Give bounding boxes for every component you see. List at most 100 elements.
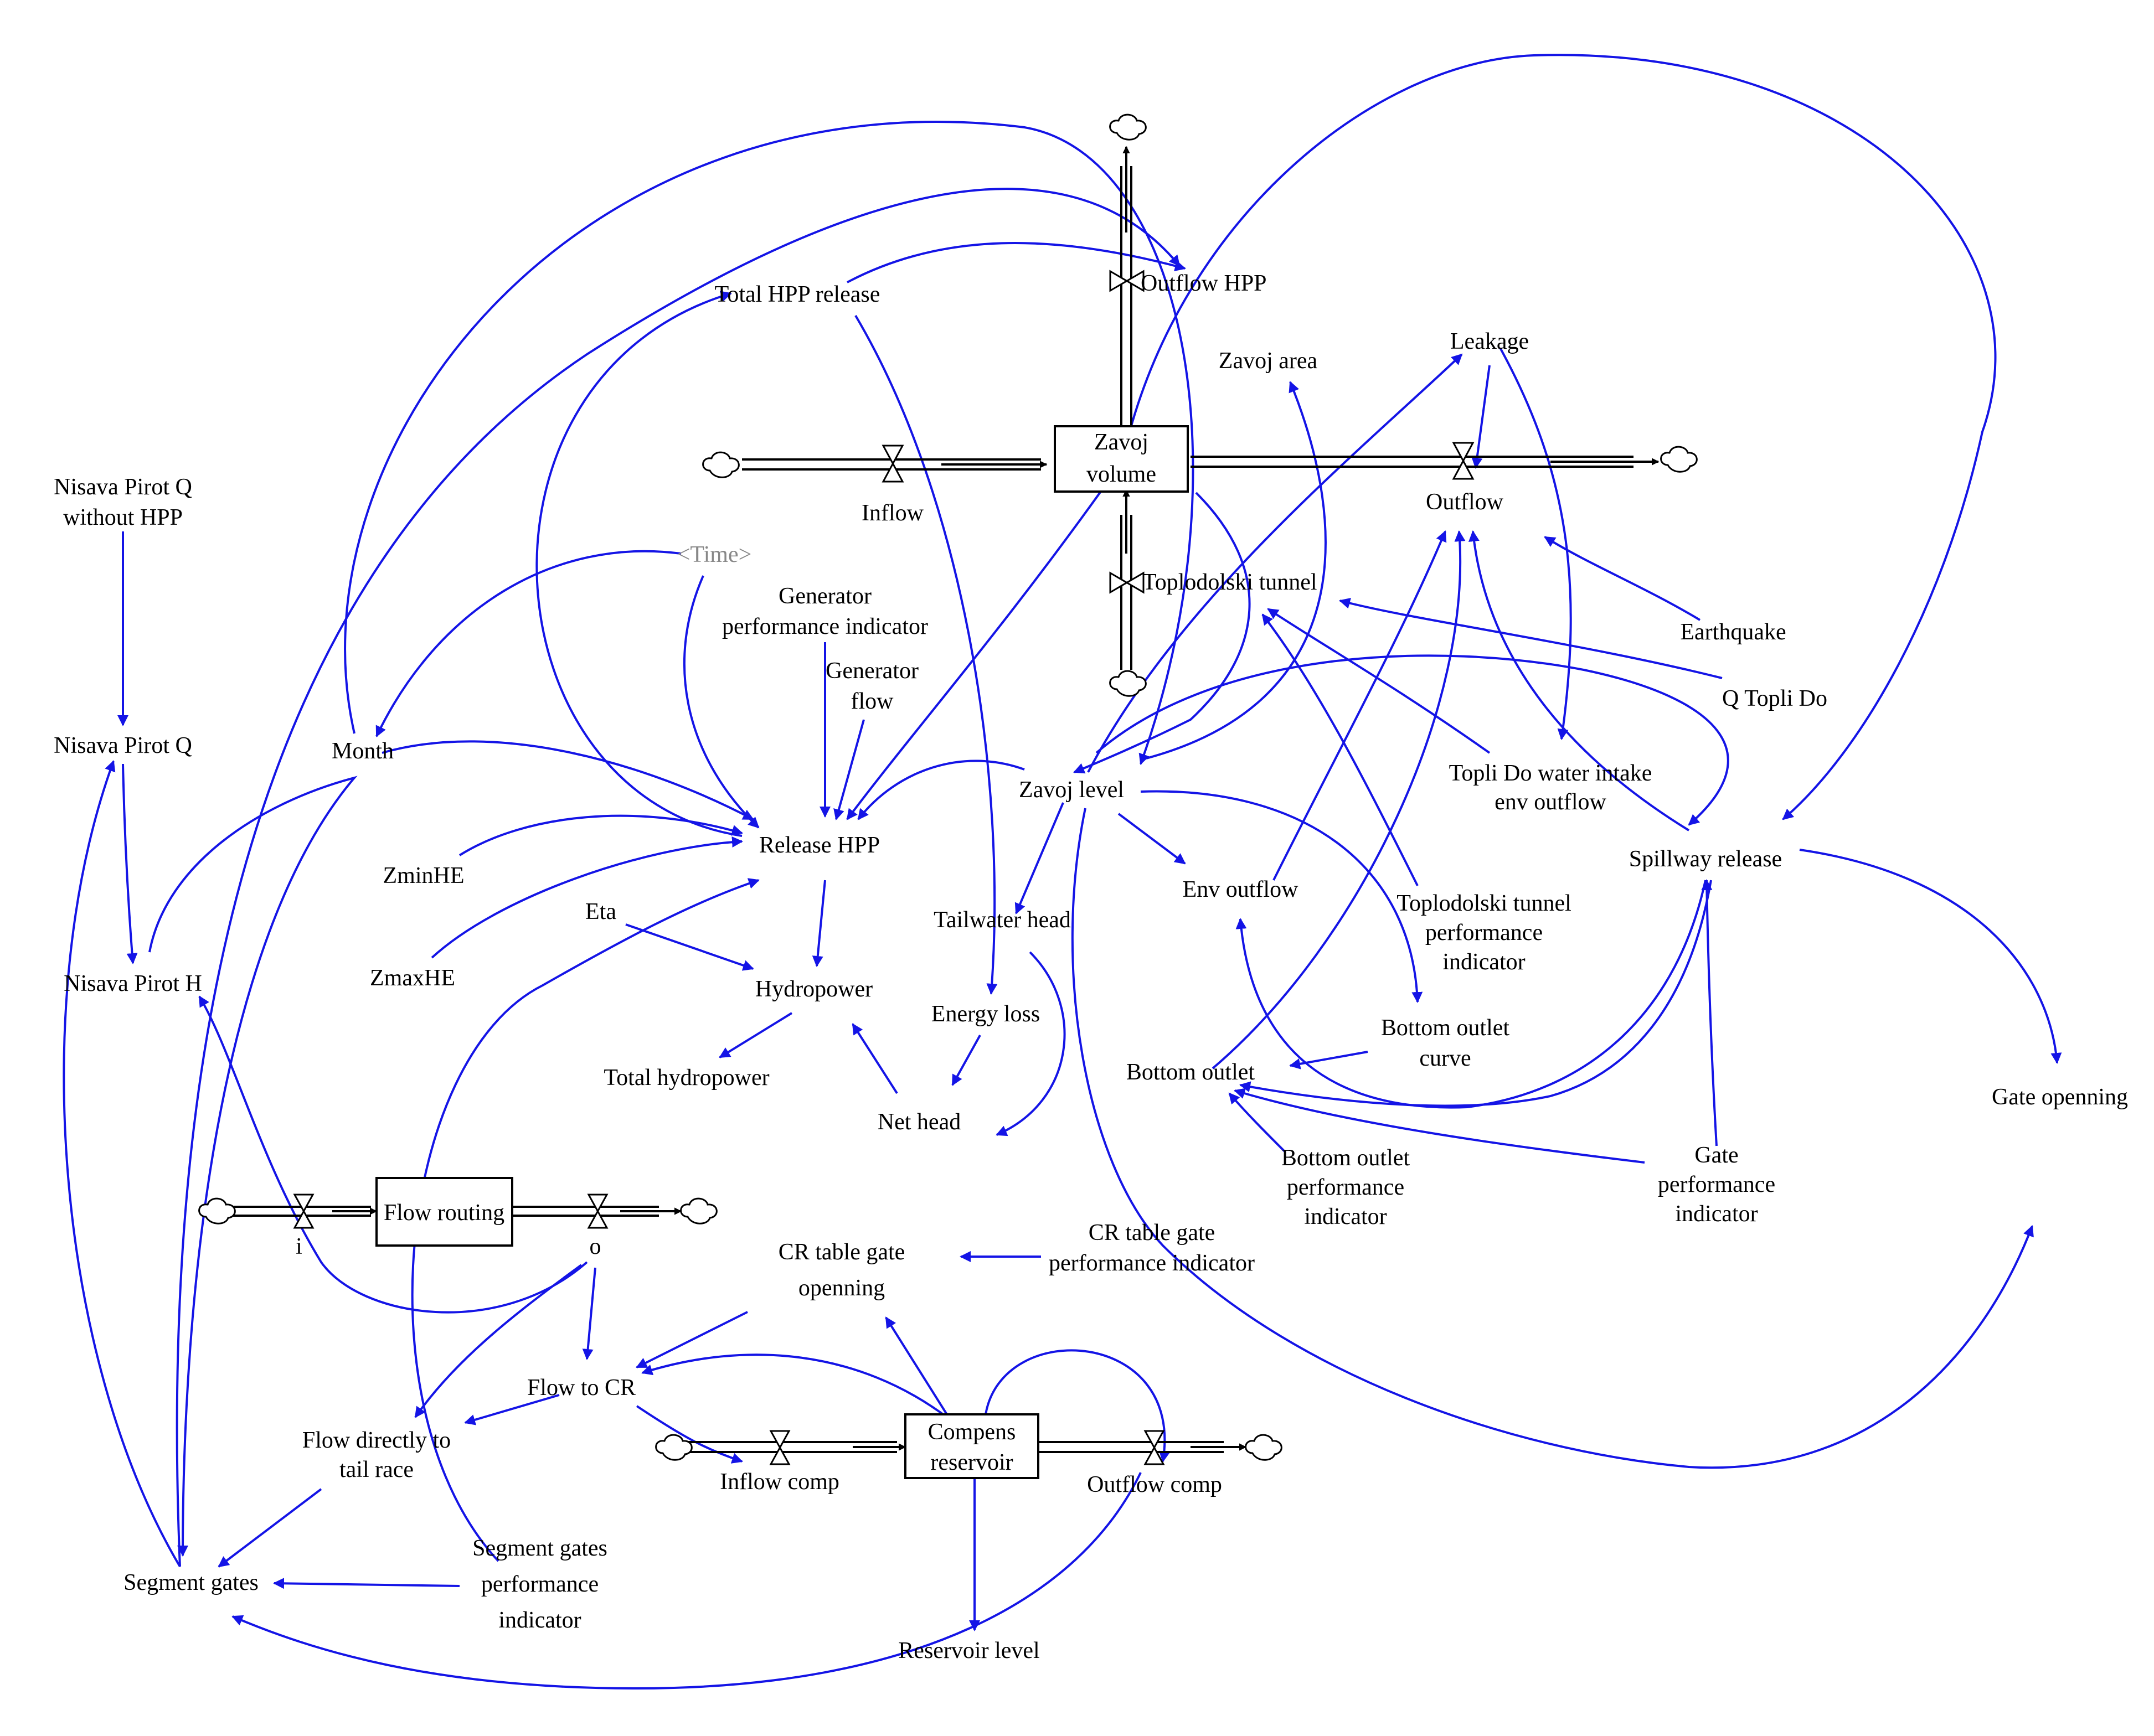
var-nisava-q-without-hpp-line2[interactable]: without HPP (63, 505, 183, 530)
link-o-to-flow-to-cr (582, 1267, 596, 1360)
flow-o[interactable]: o (590, 1234, 601, 1259)
link-earthquake-to-outflow (1544, 536, 1701, 621)
var-total-hydropower[interactable]: Total hydropower (604, 1065, 769, 1091)
var-bottom-outlet[interactable]: Bottom outlet (1126, 1060, 1255, 1085)
stock-flow-routing-label: Flow routing (384, 1200, 504, 1226)
link-zavoj-volume-to-release (846, 489, 1103, 820)
link-env-outflow-to-outflow (1272, 530, 1447, 881)
var-bottom-outlet-perf-line1[interactable]: Bottom outlet (1281, 1145, 1410, 1171)
var-toplodolski-perf-line1[interactable]: Toplodolski tunnel (1397, 891, 1571, 916)
link-spillway-to-outflow (1468, 530, 1690, 831)
var-release-hpp[interactable]: Release HPP (759, 833, 880, 858)
var-toplodolski-perf-line3[interactable]: indicator (1442, 949, 1525, 975)
link-reservoir-level-to-segment-gates (231, 1472, 1142, 1690)
link-segment-perf-to-release (411, 878, 760, 1562)
var-flow-directly-line2[interactable]: tail race (339, 1457, 414, 1482)
stock-zavoj-volume-line1: Zavoj (1094, 430, 1148, 455)
flow-toplodolski-tunnel[interactable]: Toplodolski tunnel (1142, 570, 1317, 595)
var-topli-do-intake-line2[interactable]: env outflow (1495, 789, 1606, 815)
link-compens-to-outflow-comp (985, 1349, 1170, 1463)
valve-o-icon (587, 1194, 609, 1229)
var-tailwater-head[interactable]: Tailwater head (934, 907, 1071, 933)
cloud-outflow-sink-icon (1660, 446, 1698, 473)
var-flow-to-cr[interactable]: Flow to CR (527, 1375, 636, 1401)
var-segment-gates[interactable]: Segment gates (123, 1570, 259, 1595)
var-zminhe[interactable]: ZminHE (383, 863, 465, 888)
var-gate-perf-line2[interactable]: performance (1658, 1172, 1775, 1197)
var-zavoj-level[interactable]: Zavoj level (1019, 777, 1124, 803)
var-gate-openning[interactable]: Gate openning (1992, 1084, 2128, 1110)
var-generator-perf-line2[interactable]: performance indicator (722, 614, 928, 639)
stock-zavoj-volume-line2: volume (1086, 462, 1156, 487)
var-generator-perf-line1[interactable]: Generator (779, 583, 872, 609)
var-gate-perf-line1[interactable]: Gate (1694, 1143, 1738, 1168)
var-zmaxhe[interactable]: ZmaxHE (370, 965, 455, 991)
var-toplodolski-perf-line2[interactable]: performance (1425, 920, 1543, 946)
var-bottom-outlet-perf-line2[interactable]: performance (1287, 1175, 1404, 1200)
var-net-head[interactable]: Net head (878, 1109, 961, 1135)
link-total-hpp-to-energy-loss (854, 314, 998, 995)
var-spillway-release[interactable]: Spillway release (1629, 846, 1782, 872)
stock-compens-reservoir[interactable]: Compens reservoir (904, 1413, 1039, 1479)
cloud-inflow-comp-source-icon (655, 1434, 693, 1461)
var-topli-do-intake-line1[interactable]: Topli Do water intake (1449, 761, 1652, 786)
var-energy-loss[interactable]: Energy loss (931, 1001, 1040, 1027)
link-nisava-q-to-nisava-h (122, 763, 138, 964)
var-hydropower[interactable]: Hydropower (755, 976, 873, 1002)
var-leakage[interactable]: Leakage (1450, 329, 1529, 354)
cloud-toplodolski-source-icon (1109, 670, 1147, 697)
var-earthquake[interactable]: Earthquake (1680, 619, 1786, 645)
stock-flow-routing[interactable]: Flow routing (375, 1177, 513, 1247)
cloud-inflow-source-icon (702, 451, 740, 478)
var-flow-directly-line1[interactable]: Flow directly to (302, 1428, 451, 1453)
var-nisava-pirot-h[interactable]: Nisava Pirot H (64, 971, 202, 996)
var-eta[interactable]: Eta (585, 899, 616, 924)
flow-outflow[interactable]: Outflow (1426, 489, 1504, 515)
var-cr-perf-line2[interactable]: performance indicator (1049, 1251, 1255, 1276)
var-total-hpp-release[interactable]: Total HPP release (715, 282, 880, 307)
link-compens-to-cr-gate-openning (885, 1316, 948, 1415)
flow-inflow-comp[interactable]: Inflow comp (720, 1469, 839, 1495)
link-zmaxhe-to-release-hpp (431, 836, 743, 959)
var-bottom-outlet-perf-line3[interactable]: indicator (1304, 1204, 1387, 1229)
var-bottom-outlet-curve-line2[interactable]: curve (1419, 1046, 1471, 1071)
flow-outflow-hpp[interactable]: Outflow HPP (1141, 271, 1267, 296)
var-segment-perf-line1[interactable]: Segment gates (472, 1536, 607, 1561)
var-nisava-q-without-hpp-line1[interactable]: Nisava Pirot Q (54, 474, 192, 500)
link-segment-perf-to-segment-gates (273, 1578, 460, 1589)
flow-i[interactable]: i (296, 1234, 302, 1259)
var-reservoir-level[interactable]: Reservoir level (898, 1638, 1039, 1663)
link-cr-gate-openning-to-flow-to-cr (636, 1311, 748, 1368)
link-release-to-hydropower (812, 880, 826, 967)
var-generator-flow-line2[interactable]: flow (851, 689, 894, 714)
flow-labels: Inflow Outflow HPP Outflow Toplodolski t… (296, 271, 1503, 1497)
link-tailwater-to-net-head (996, 951, 1066, 1136)
var-time-shadow[interactable]: <Time> (677, 542, 752, 567)
link-zavoj-level-to-tailwater (1014, 802, 1064, 914)
var-segment-perf-line2[interactable]: performance (481, 1572, 599, 1597)
link-zavoj-level-to-leakage (1087, 353, 1463, 773)
var-month[interactable]: Month (332, 738, 394, 764)
link-eta-to-hydropower (625, 923, 754, 971)
flow-valves (293, 270, 1475, 1465)
var-cr-gate-openning-line1[interactable]: CR table gate (779, 1239, 905, 1265)
link-generator-flow-to-release (833, 719, 865, 820)
var-gate-perf-line3[interactable]: indicator (1675, 1201, 1758, 1227)
link-q-topli-do-to-toplodolski (1339, 598, 1723, 679)
var-segment-perf-line3[interactable]: indicator (498, 1608, 581, 1633)
var-zavoj-area[interactable]: Zavoj area (1219, 348, 1318, 374)
link-release-to-total-hpp-release (535, 291, 743, 837)
var-cr-perf-line1[interactable]: CR table gate (1089, 1220, 1215, 1246)
flow-outflow-comp[interactable]: Outflow comp (1087, 1472, 1222, 1497)
var-nisava-pirot-q[interactable]: Nisava Pirot Q (54, 733, 192, 758)
valve-i-icon (293, 1194, 315, 1229)
var-env-outflow[interactable]: Env outflow (1183, 877, 1298, 902)
var-q-topli-do[interactable]: Q Topli Do (1722, 686, 1827, 711)
var-cr-gate-openning-line2[interactable]: openning (798, 1275, 885, 1301)
flow-inflow[interactable]: Inflow (862, 500, 924, 526)
var-generator-flow-line1[interactable]: Generator (826, 658, 919, 684)
stock-zavoj-volume[interactable]: Zavoj volume (1054, 425, 1189, 493)
link-leakage-to-outflow (1471, 365, 1491, 469)
link-segment-gates-to-nisava-q (63, 760, 181, 1568)
var-bottom-outlet-curve-line1[interactable]: Bottom outlet (1381, 1015, 1510, 1041)
